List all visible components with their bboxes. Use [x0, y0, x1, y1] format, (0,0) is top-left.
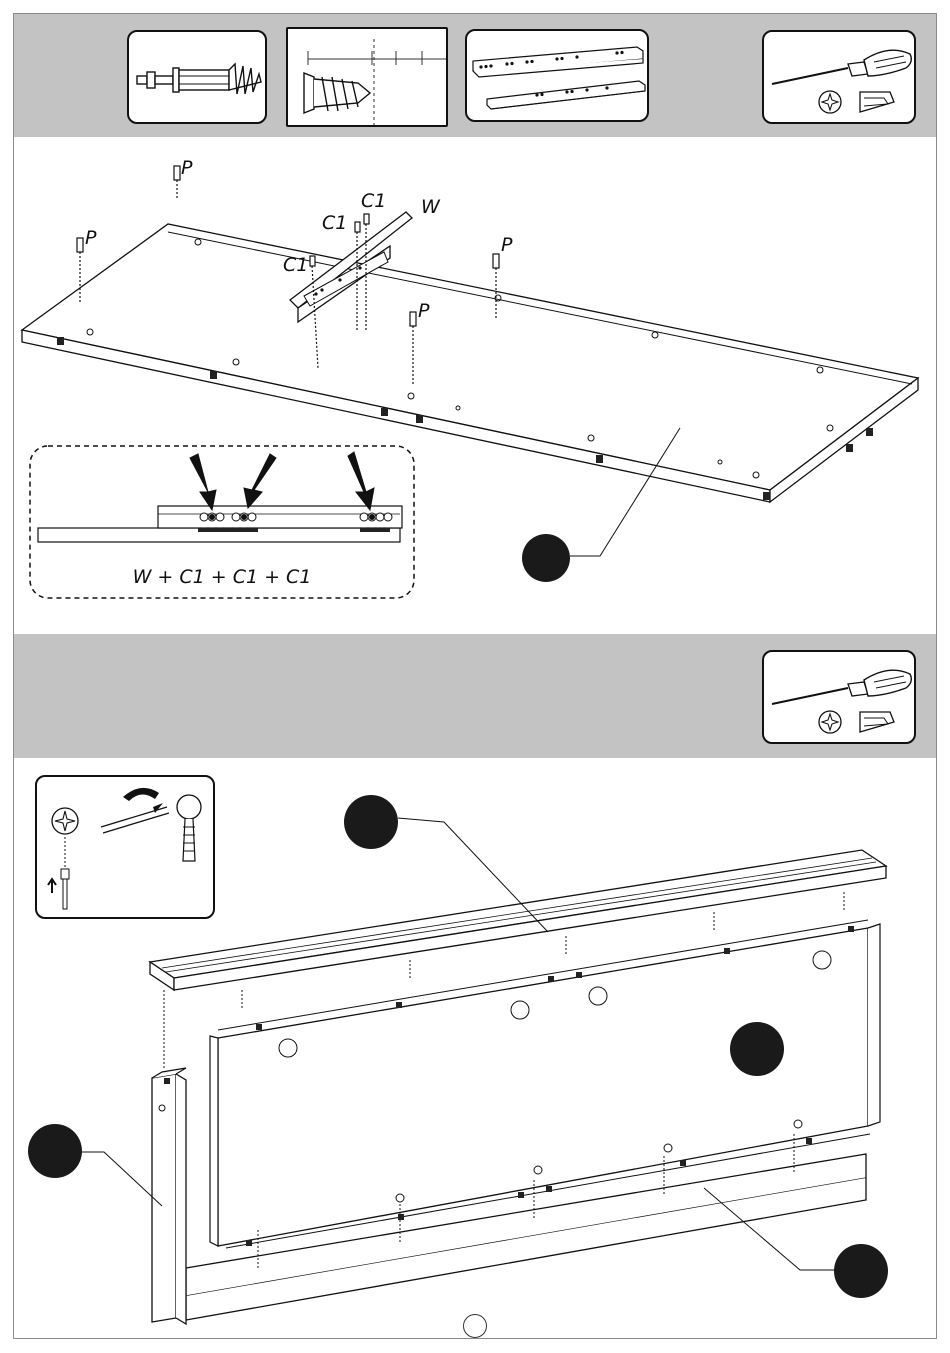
part-callout-2: [344, 795, 398, 849]
label-screw-c1-3: C1: [283, 256, 308, 275]
panel-drawing-step1: [0, 0, 950, 640]
frame-drawing-step2: [0, 760, 950, 1340]
page-number-circle: [463, 1314, 487, 1338]
label-screw-c1-1: C1: [361, 192, 386, 211]
part-callout-4: [28, 1124, 82, 1178]
label-screw-w: W: [421, 198, 440, 217]
label-screw-p-4: P: [418, 302, 429, 321]
part-callout-1: [522, 534, 570, 582]
screwdriver-icon: [764, 652, 916, 744]
tool-box-screwdriver-2: [762, 650, 916, 744]
label-screw-c1-2: C1: [322, 214, 347, 233]
label-screw-p-2: P: [85, 229, 96, 248]
detail-formula: W + C1 + C1 + C1: [30, 566, 414, 588]
part-callout-5: [834, 1244, 888, 1298]
arrow-icon: [190, 452, 374, 510]
label-screw-p-1: P: [181, 159, 192, 178]
label-screw-p-3: P: [501, 236, 512, 255]
part-callout-3: [730, 1022, 784, 1076]
